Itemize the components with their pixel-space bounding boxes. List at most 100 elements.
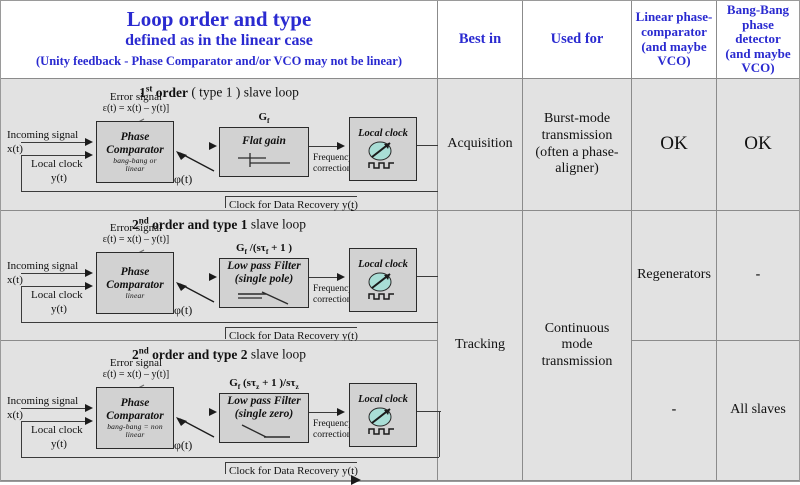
phase-comparator-line4: linear — [125, 163, 145, 173]
feedback-local-clock-label: Local clock — [31, 289, 83, 301]
feedback-local-clock-var: y(t) — [51, 172, 67, 184]
linear-pc-2nd-order-type1: Regenerators — [632, 211, 717, 341]
clock-data-recovery-label: Clock for Data Recovery y(t) — [229, 199, 358, 211]
feedback-local-clock-label: Local clock — [31, 424, 83, 436]
phase-comparator-line2: Comparator — [106, 278, 164, 291]
phi-label: φ(t) — [174, 438, 193, 452]
page-note: (Unity feedback - Phase Comparator and/o… — [36, 54, 402, 69]
loop-filter-line1: Low pass Filter — [227, 260, 301, 273]
local-clock-block-label: Local clock — [358, 128, 408, 140]
bangbang-pd-2nd-order-type1-value: - — [755, 267, 761, 283]
used-for-1st-order: Burst-mode transmission (often a phase- … — [523, 79, 632, 211]
feedback-local-clock-label: Local clock — [31, 158, 83, 170]
column-header-bangbang-phase-detector: Bang-Bang phase detector (and maybe VCO) — [717, 1, 799, 79]
clock-data-recovery-label: Clock for Data Recovery y(t) — [229, 330, 358, 342]
incoming-signal-label: Incoming signal — [7, 260, 79, 272]
phi-pointer-icon — [176, 417, 215, 438]
diagram-title: 2nd order and type 1 slave loop — [131, 215, 307, 232]
phase-comparator-line1: Phase — [120, 396, 150, 409]
error-signal-label: Error signal — [109, 91, 163, 103]
best-in-tracking: Tracking — [438, 211, 523, 481]
phi-label: φ(t) — [174, 303, 193, 317]
phi-pointer-icon — [176, 151, 215, 172]
bangbang-pd-2nd-order-type1: - — [717, 211, 799, 341]
incoming-signal-var: x(t) — [7, 274, 23, 286]
feedback-local-clock-var: y(t) — [51, 303, 67, 315]
phase-comparator-line3: bang-bang or — [113, 155, 157, 165]
local-clock-block: Local clock — [349, 117, 417, 181]
used-for-tracking: Continuous mode transmission — [523, 211, 632, 481]
phase-comparator-line1: Phase — [120, 130, 150, 143]
page-title: Loop order and type — [126, 7, 312, 32]
flat-gain-plot-icon — [238, 153, 290, 168]
diagram-title: 1st order ( type 1 ) slave loop — [139, 83, 299, 100]
phase-comparator-line3: linear — [125, 290, 145, 300]
vco-clock-icon — [368, 272, 394, 300]
bangbang-pd-1st-order-value: OK — [744, 133, 772, 155]
loop-filter-line2: (single zero) — [234, 408, 294, 420]
local-clock-block: Local clock — [349, 383, 417, 447]
page-subtitle: defined as in the linear case — [125, 32, 313, 50]
local-clock-block-label: Local clock — [358, 394, 408, 406]
error-equation-label: ε(t) = x(t) – y(t)] — [102, 234, 170, 245]
table-title-cell: Loop order and type defined as in the li… — [1, 1, 438, 79]
loop-filter-line2: (single pole) — [234, 273, 294, 285]
linear-pc-2nd-order-type1-value: Regenerators — [637, 267, 711, 283]
linear-pc-2nd-order-type2: - — [632, 341, 717, 481]
column-header-used-for: Used for — [523, 1, 632, 79]
bangbang-pd-2nd-order-type2: All slaves — [717, 341, 799, 481]
phase-comparator-line4: linear — [125, 429, 145, 439]
best-in-1st-order: Acquisition — [438, 79, 523, 211]
phi-label: φ(t) — [174, 172, 193, 186]
used-for-1st-order-label: Burst-mode transmission (often a phase- … — [535, 111, 619, 177]
best-in-1st-order-label: Acquisition — [447, 136, 513, 152]
error-equation-label: ε(t) = x(t) – y(t)] — [102, 103, 170, 114]
vco-clock-icon — [368, 407, 394, 435]
local-clock-block: Local clock — [349, 248, 417, 312]
column-header-bangbang-phase-detector-label: Bang-Bang phase detector (and maybe VCO) — [725, 2, 791, 76]
column-header-linear-phase-comparator: Linear phase- comparator (and maybe VCO) — [632, 1, 717, 79]
diagram-title: 2nd order and type 2 slave loop — [131, 345, 307, 362]
bangbang-pd-1st-order: OK — [717, 79, 799, 211]
phase-comparator-line3: bang-bang = non — [107, 421, 163, 431]
phase-comparator-line2: Comparator — [106, 409, 164, 422]
loop-filter-line1: Low pass Filter — [227, 395, 301, 408]
transfer-function-label: Gf (sτz + 1 )/sτz — [229, 377, 299, 392]
clock-data-recovery-label: Clock for Data Recovery y(t) — [229, 465, 358, 477]
phase-comparator-line2: Comparator — [106, 143, 164, 156]
local-clock-block-label: Local clock — [358, 259, 408, 271]
column-header-best-in-label: Best in — [458, 31, 502, 48]
feedback-local-clock-var: y(t) — [51, 438, 67, 450]
incoming-signal-label: Incoming signal — [7, 129, 79, 141]
phase-comparator-line1: Phase — [120, 266, 150, 278]
loop-filter-line1: Flat gain — [242, 134, 286, 147]
loop-filter-block: Low pass Filter(single zero) — [219, 393, 309, 443]
best-in-tracking-label: Tracking — [454, 337, 506, 353]
linear-pc-1st-order-value: OK — [660, 133, 688, 155]
incoming-signal-label: Incoming signal — [7, 395, 79, 407]
vco-clock-icon — [368, 141, 394, 169]
single-zero-plot-icon — [241, 424, 290, 438]
used-for-tracking-label: Continuous mode transmission — [541, 320, 613, 369]
transfer-function-label: Gf /(sτf + 1 ) — [235, 242, 293, 257]
incoming-signal-var: x(t) — [7, 143, 23, 155]
incoming-signal-var: x(t) — [7, 409, 23, 421]
error-equation-label: ε(t) = x(t) – y(t)] — [102, 369, 170, 380]
error-signal-label: Error signal — [109, 222, 163, 234]
linear-pc-1st-order: OK — [632, 79, 717, 211]
error-signal-label: Error signal — [109, 357, 163, 369]
column-header-used-for-label: Used for — [550, 31, 604, 48]
linear-pc-2nd-order-type2-value: - — [671, 402, 677, 418]
loop-filter-block: Low pass Filter(single pole) — [219, 258, 309, 308]
bangbang-pd-2nd-order-type2-value: All slaves — [730, 402, 786, 418]
single-pole-plot-icon — [238, 291, 289, 305]
